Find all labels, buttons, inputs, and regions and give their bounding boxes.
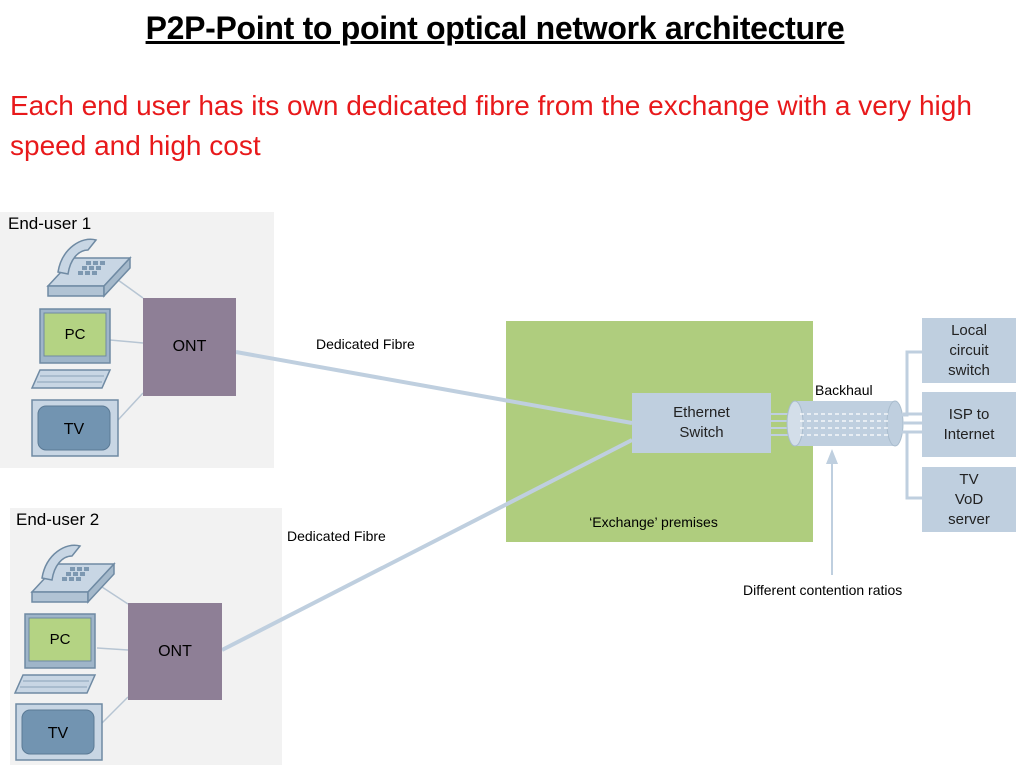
exchange-premises-label: ‘Exchange’ premises (589, 514, 718, 530)
dedicated-fibre-1-label: Dedicated Fibre (316, 336, 415, 352)
end-user-2-label: End-user 2 (16, 510, 100, 529)
server-2-line1: ISP to (948, 405, 990, 423)
backhaul-cylinder (786, 400, 904, 447)
page-subtitle: Each end user has its own dedicated fibr… (10, 90, 972, 161)
ethernet-switch-box: Ethernet Switch (632, 393, 771, 453)
tv-ont-link-2 (101, 696, 129, 724)
telephone-icon-2 (30, 544, 116, 604)
server-1-line3: switch (948, 361, 990, 379)
backhaul-label: Backhaul (815, 382, 873, 398)
tv-vod-server-box: TV VoD server (922, 467, 1016, 532)
pc-label-1: PC (64, 326, 86, 343)
ont-box-2: ONT (128, 603, 222, 700)
local-circuit-switch-box: Local circuit switch (922, 318, 1016, 383)
server-1-line1: Local (951, 321, 987, 339)
tv-ont-link-1 (117, 392, 144, 421)
pc-ont-link-1 (109, 339, 144, 344)
server-3-line2: VoD (954, 490, 984, 508)
contention-ratios-label: Different contention ratios (743, 582, 903, 598)
ethernet-switch-line1: Ethernet (673, 404, 730, 421)
server-3-line3: server (948, 510, 990, 528)
tv-icon-1 (31, 399, 119, 457)
server-2-line2: Internet (943, 425, 995, 443)
phone-ont-link-2 (101, 586, 129, 605)
tv-icon-2 (15, 703, 103, 761)
dedicated-fibre-1 (235, 350, 633, 425)
tv-label-2: TV (47, 725, 69, 742)
ont-box-1: ONT (143, 298, 236, 396)
page-title: P2P-Point to point optical network archi… (145, 10, 845, 46)
tv-label-1: TV (63, 421, 85, 438)
pc-icon-1 (30, 308, 112, 389)
ethernet-switch-line2: Switch (679, 424, 724, 441)
end-user-1-label: End-user 1 (8, 214, 92, 233)
isp-internet-box: ISP to Internet (922, 392, 1016, 457)
pc-ont-link-2 (96, 647, 129, 651)
phone-ont-link-1 (117, 279, 144, 299)
contention-arrow-head (826, 449, 838, 464)
telephone-icon-1 (46, 238, 132, 298)
dedicated-fibre-2-label: Dedicated Fibre (287, 528, 386, 544)
pc-label-2: PC (49, 631, 71, 648)
server-1-line2: circuit (949, 341, 989, 359)
pc-icon-2 (13, 613, 97, 694)
dedicated-fibre-2 (221, 438, 633, 652)
server-3-line1: TV (959, 470, 979, 488)
